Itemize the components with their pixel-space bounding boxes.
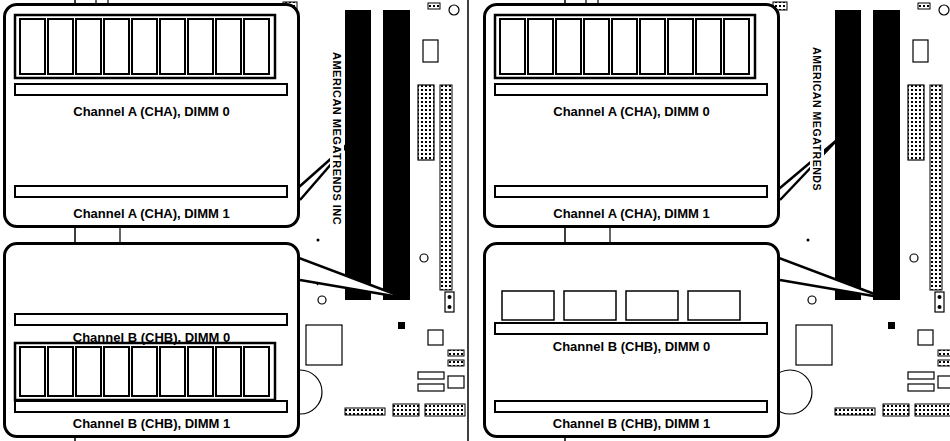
memory-module — [20, 19, 45, 74]
callout-tail — [300, 140, 352, 200]
callout-fill — [484, 243, 779, 437]
dimm-slot — [495, 84, 767, 95]
slot-label: Channel A (CHA), DIMM 1 — [6, 206, 297, 221]
dimm-slot — [495, 323, 767, 334]
memory-module — [724, 19, 749, 74]
slot-label: Channel B (CHB), DIMM 0 — [6, 330, 297, 345]
memory-module — [216, 19, 241, 74]
memory-module — [216, 347, 241, 396]
dimm-slot — [15, 84, 767, 412]
callout-tail — [780, 140, 837, 200]
memory-module — [556, 19, 581, 74]
slot-label: Channel A (CHA), DIMM 1 — [486, 206, 777, 221]
memory-module — [612, 19, 637, 74]
callout-fill — [4, 4, 299, 227]
memory-module — [688, 291, 740, 320]
memory-module — [502, 291, 554, 320]
slot-label: Channel B (CHB), DIMM 0 — [486, 339, 777, 354]
memory-module — [564, 291, 616, 320]
memory-module — [160, 19, 185, 74]
callout-fill — [4, 4, 779, 437]
dimm-slot — [495, 401, 767, 412]
slot-label: Channel A (CHA), DIMM 0 — [6, 104, 297, 119]
callout-fill — [484, 4, 779, 227]
memory-module — [696, 19, 721, 74]
memory-module — [76, 19, 101, 74]
callout-box: Channel A (CHA), DIMM 0 Channel A (CHA), … — [483, 3, 780, 228]
callout-box: Channel B (CHB), DIMM 0 Channel B (CHB), … — [3, 242, 300, 438]
memory-module — [160, 347, 185, 396]
callout-tail — [780, 280, 885, 298]
memory-module — [104, 19, 129, 74]
memory-module — [48, 19, 73, 74]
slot-label: Channel A (CHA), DIMM 0 — [486, 104, 777, 119]
memory-module — [132, 347, 157, 396]
memory-module — [104, 347, 129, 396]
callout-box: Channel B (CHB), DIMM 0 Channel B (CHB), … — [483, 242, 780, 438]
memory-module — [495, 15, 755, 78]
memory-module — [48, 347, 73, 396]
memory-module — [668, 19, 693, 74]
memory-module — [528, 19, 553, 74]
dimm-slot — [495, 186, 767, 197]
memory-module — [640, 19, 665, 74]
memory-module — [244, 347, 269, 396]
memory-module — [244, 19, 269, 74]
memory-module — [20, 347, 45, 396]
memory-module — [626, 291, 678, 320]
memory-module — [500, 19, 525, 74]
dimm-slot — [15, 84, 287, 95]
dimm-slot — [15, 314, 287, 325]
callout-box: Channel A (CHA), DIMM 0 Channel A (CHA), … — [3, 3, 300, 228]
dimm-slot — [15, 401, 287, 412]
silkscreen-text: AMERICAN MEGATRENDS — [810, 45, 824, 193]
callout-fill — [4, 243, 299, 437]
memory-module — [132, 19, 157, 74]
dimm-slot — [15, 186, 287, 197]
slot-label: Channel B (CHB), DIMM 1 — [6, 416, 297, 431]
memory-module — [76, 347, 101, 396]
callout-tail — [300, 280, 405, 298]
memory-module — [15, 343, 275, 400]
memory-module — [15, 15, 275, 78]
memory-module — [584, 19, 609, 74]
slot-label: Channel B (CHB), DIMM 1 — [486, 416, 777, 431]
memory-module — [188, 347, 213, 396]
memory-module — [188, 19, 213, 74]
silkscreen-text: AMERICAN MEGATRENDS INC — [330, 50, 344, 227]
